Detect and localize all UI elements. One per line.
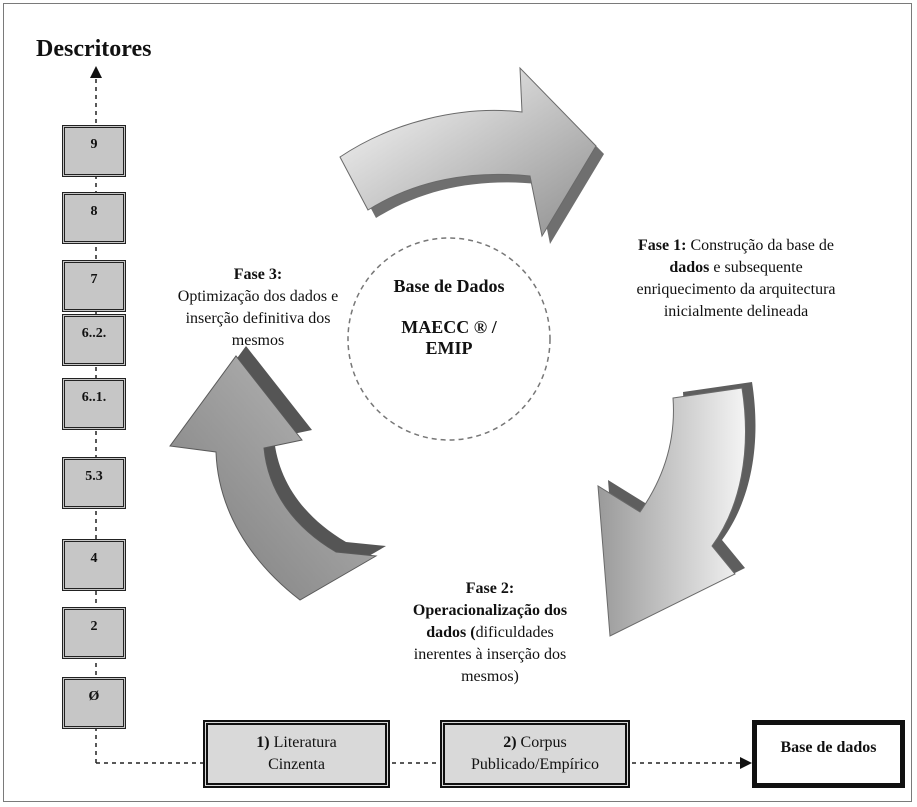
- phase-3-line-2: Optimização dos dados e: [177, 288, 339, 305]
- level-label: 6..2.: [81, 326, 107, 341]
- phase-2-line-4: inerentes à inserção dos: [413, 646, 567, 663]
- level-label: 4: [90, 551, 98, 566]
- level-box-4: 4: [62, 539, 126, 591]
- phase-1-title: Fase 1:: [638, 237, 687, 254]
- source-2-line-1: Corpus: [516, 734, 567, 751]
- center-circle: [347, 237, 551, 441]
- level-box-8: 8: [62, 192, 126, 244]
- cycle-arrow-left: [169, 346, 386, 601]
- source-box-corpus: 2) Corpus Publicado/Empírico: [440, 720, 630, 788]
- center-title: Base de Dados: [393, 276, 505, 296]
- cycle-arrow-right: [597, 382, 756, 637]
- level-box-6-1: 6..1.: [62, 378, 126, 430]
- level-label: 6..1.: [81, 390, 107, 405]
- level-box-6-2: 6..2.: [62, 314, 126, 366]
- phase-2-text: Fase 2: Operacionalização dos dados (dif…: [370, 578, 610, 688]
- center-line-2: MAECC ® /: [401, 317, 497, 337]
- phase-3-line-3: inserção definitiva dos: [185, 310, 331, 327]
- target-label: Base de dados: [780, 739, 877, 756]
- phase-3-title: Fase 3:: [233, 266, 283, 283]
- horizontal-flow-arrowhead: [740, 757, 752, 769]
- phase-2-text-line-3: dificuldades: [475, 624, 554, 641]
- level-box-9: 9: [62, 125, 126, 177]
- phase-3-line-4: mesmos: [231, 332, 285, 349]
- axis-title: Descritores: [36, 36, 152, 62]
- source-2-number: 2): [503, 734, 517, 751]
- level-box-2: 2: [62, 607, 126, 659]
- phase-2-bold-line-3: dados (: [426, 624, 476, 641]
- source-2-line-2: Publicado/Empírico: [471, 756, 599, 773]
- phase-2-line-5: mesmos): [461, 668, 519, 685]
- level-label: Ø: [88, 689, 100, 704]
- source-1-line-1: Literatura: [269, 734, 337, 751]
- phase-2-bold-line-2: Operacionalização dos: [412, 602, 568, 619]
- phase-1-text: Fase 1: Construção da base de dados e su…: [583, 235, 889, 323]
- level-label: 2: [90, 619, 98, 634]
- level-label: 9: [90, 137, 98, 152]
- center-label: Base de Dados MAECC ® / EMIP: [369, 276, 529, 359]
- center-line-3: EMIP: [425, 338, 473, 358]
- phase-1-line-4: inicialmente delineada: [663, 303, 809, 320]
- vertical-axis-arrowhead: [90, 66, 102, 78]
- level-label: 5.3: [85, 469, 103, 484]
- level-box-empty: Ø: [62, 677, 126, 729]
- phase-1-bold-word: dados: [669, 259, 710, 276]
- phase-1-line-3: enriquecimento da arquitectura: [636, 281, 836, 298]
- level-box-5-3: 5.3: [62, 457, 126, 509]
- level-label: 8: [90, 204, 98, 219]
- phase-3-text: Fase 3: Optimização dos dados e inserção…: [150, 264, 366, 352]
- source-box-literatura: 1) Literatura Cinzenta: [203, 720, 390, 788]
- phase-2-title: Fase 2:: [465, 580, 515, 597]
- level-label: 7: [90, 272, 98, 287]
- phase-1-text-b: e subsequente: [709, 259, 803, 276]
- cycle-arrow-top: [339, 66, 604, 244]
- level-box-7: 7: [62, 260, 126, 312]
- source-1-line-2: Cinzenta: [268, 756, 325, 773]
- target-box-base-de-dados: Base de dados: [752, 720, 905, 788]
- source-1-number: 1): [256, 734, 270, 751]
- phase-1-text-a: Construção da base de: [686, 237, 834, 254]
